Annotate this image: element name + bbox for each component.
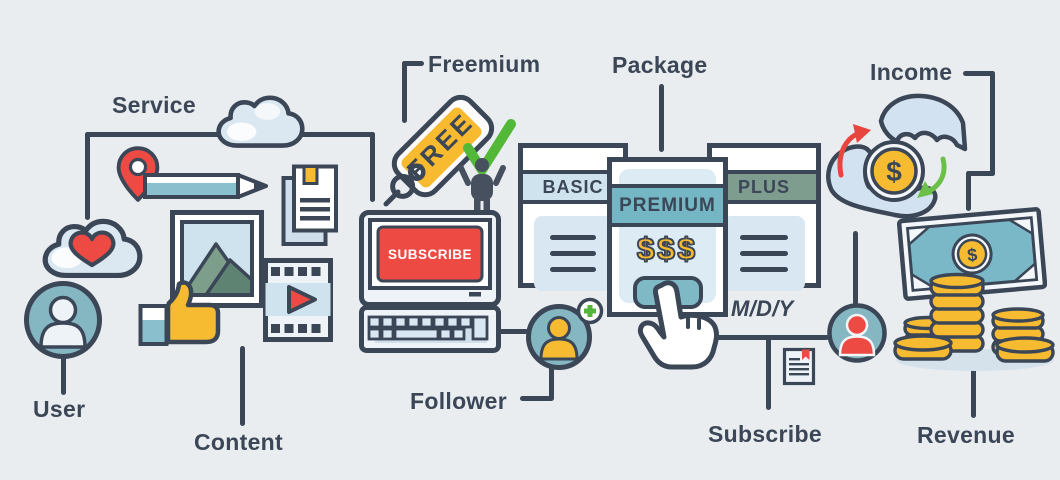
- basic-plan-features: [534, 216, 612, 291]
- connector-content: [240, 346, 245, 426]
- video-player-icon: [263, 258, 333, 342]
- connector-user: [61, 351, 66, 395]
- heart-icon: [68, 230, 116, 268]
- label-package: Package: [612, 52, 708, 78]
- connector-follower-v: [549, 366, 554, 400]
- monitor-icon: SUBSCRIBE: [359, 210, 501, 307]
- premium-price: $$$: [636, 230, 698, 266]
- tag-string: [383, 189, 401, 207]
- date-format-text: M/D/Y: [731, 296, 794, 321]
- follower-avatar-icon: [526, 297, 604, 370]
- connector-service-vertical-right: [370, 132, 375, 202]
- plus-plan-title: PLUS: [712, 170, 816, 204]
- label-freemium: Freemium: [428, 51, 541, 77]
- connector-income-h1: [963, 71, 995, 76]
- keyboard-icon: [359, 305, 501, 353]
- documents-icon: [281, 164, 338, 246]
- subscribe-button[interactable]: [376, 225, 484, 283]
- connector-income-v2: [966, 171, 971, 211]
- label-income: Income: [870, 59, 953, 85]
- connector-package: [659, 84, 664, 152]
- connector-income-h2: [966, 171, 995, 176]
- label-subscribe: Subscribe: [708, 421, 822, 447]
- connector-income-v1: [990, 71, 995, 176]
- price-tag-icon: FREE: [383, 94, 516, 207]
- connector-revenue: [971, 361, 976, 418]
- plus-icon: [584, 305, 596, 317]
- cloud-icon: [214, 95, 306, 152]
- premium-plan-card[interactable]: PREMIUM $$$: [607, 157, 728, 317]
- person-icon: [458, 158, 506, 212]
- plus-plan-features: [723, 216, 805, 291]
- subscribe-button-label: SUBSCRIBE: [388, 247, 472, 262]
- photo-icon: [170, 210, 264, 308]
- connector-follower-h: [520, 396, 554, 401]
- connector-freemium-h: [402, 61, 424, 66]
- connector-subscribe-v: [766, 335, 771, 410]
- coin-dollar-text: $: [886, 156, 902, 187]
- label-user: User: [33, 396, 86, 422]
- connector-freemium-v: [402, 61, 407, 123]
- premium-plan-title: PREMIUM: [612, 184, 723, 227]
- subscriber-avatar-icon: [827, 303, 887, 363]
- connector-service-vertical-left: [85, 132, 90, 220]
- hands-exchange-coin-icon: $: [826, 93, 968, 219]
- connector-hands-avatar: [853, 231, 858, 305]
- document-bookmark-icon: [782, 347, 816, 386]
- pointer-hand-icon: [637, 280, 720, 370]
- user-avatar-icon: [24, 281, 102, 359]
- note-dollar-text: $: [966, 245, 978, 266]
- basic-plan-title: BASIC: [523, 170, 623, 204]
- label-content: Content: [194, 429, 283, 455]
- label-service: Service: [112, 92, 196, 118]
- thumbs-up-icon: [138, 280, 221, 346]
- coins-stack-icon: [893, 272, 1055, 371]
- receiving-hand: [878, 93, 968, 152]
- label-revenue: Revenue: [917, 422, 1015, 448]
- heart-cloud-icon: [40, 218, 144, 283]
- pencil-icon: [143, 173, 268, 199]
- label-follower: Follower: [410, 388, 507, 414]
- connector-keyboard-follower: [498, 329, 528, 334]
